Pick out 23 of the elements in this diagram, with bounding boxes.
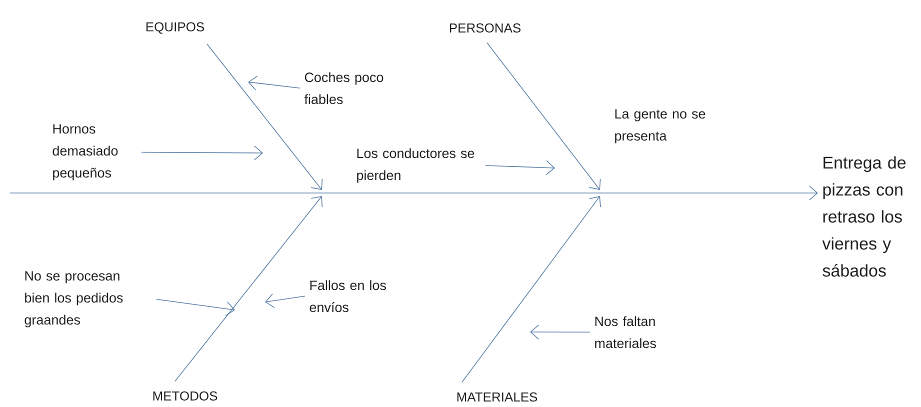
cause-text: Fallos en los envíos (310, 280, 386, 312)
arrow (530, 324, 590, 340)
bone-arrow (174, 196, 323, 382)
cause-text: La gente no se presenta (615, 109, 706, 144)
cause-text: No se procesan bien los pedidos graandes (24, 271, 123, 328)
bone-arrow (206, 44, 323, 190)
arrow (156, 298, 235, 316)
category-label: MATERIALES (457, 392, 538, 402)
cause-text: Nos faltan materiales (595, 316, 656, 348)
arrow (141, 146, 263, 160)
category-label: EQUIPOS (146, 22, 204, 34)
cause-text: Los conductores se pierden (357, 148, 474, 183)
arrow (485, 160, 555, 176)
cause-text: Coches poco fiables (304, 72, 384, 104)
arrow (265, 293, 306, 308)
category-label: PERSONAS (450, 23, 521, 33)
arrow (10, 186, 818, 200)
bone-arrow (462, 196, 601, 383)
effect-text: Entrega de pizzas con retraso los viernes y sábados (822, 156, 906, 277)
bone-arrow (486, 42, 601, 190)
arrow (248, 76, 300, 90)
category-label: METODOS (153, 391, 218, 401)
cause-text: Hornos demasiado pequeños (52, 124, 118, 180)
